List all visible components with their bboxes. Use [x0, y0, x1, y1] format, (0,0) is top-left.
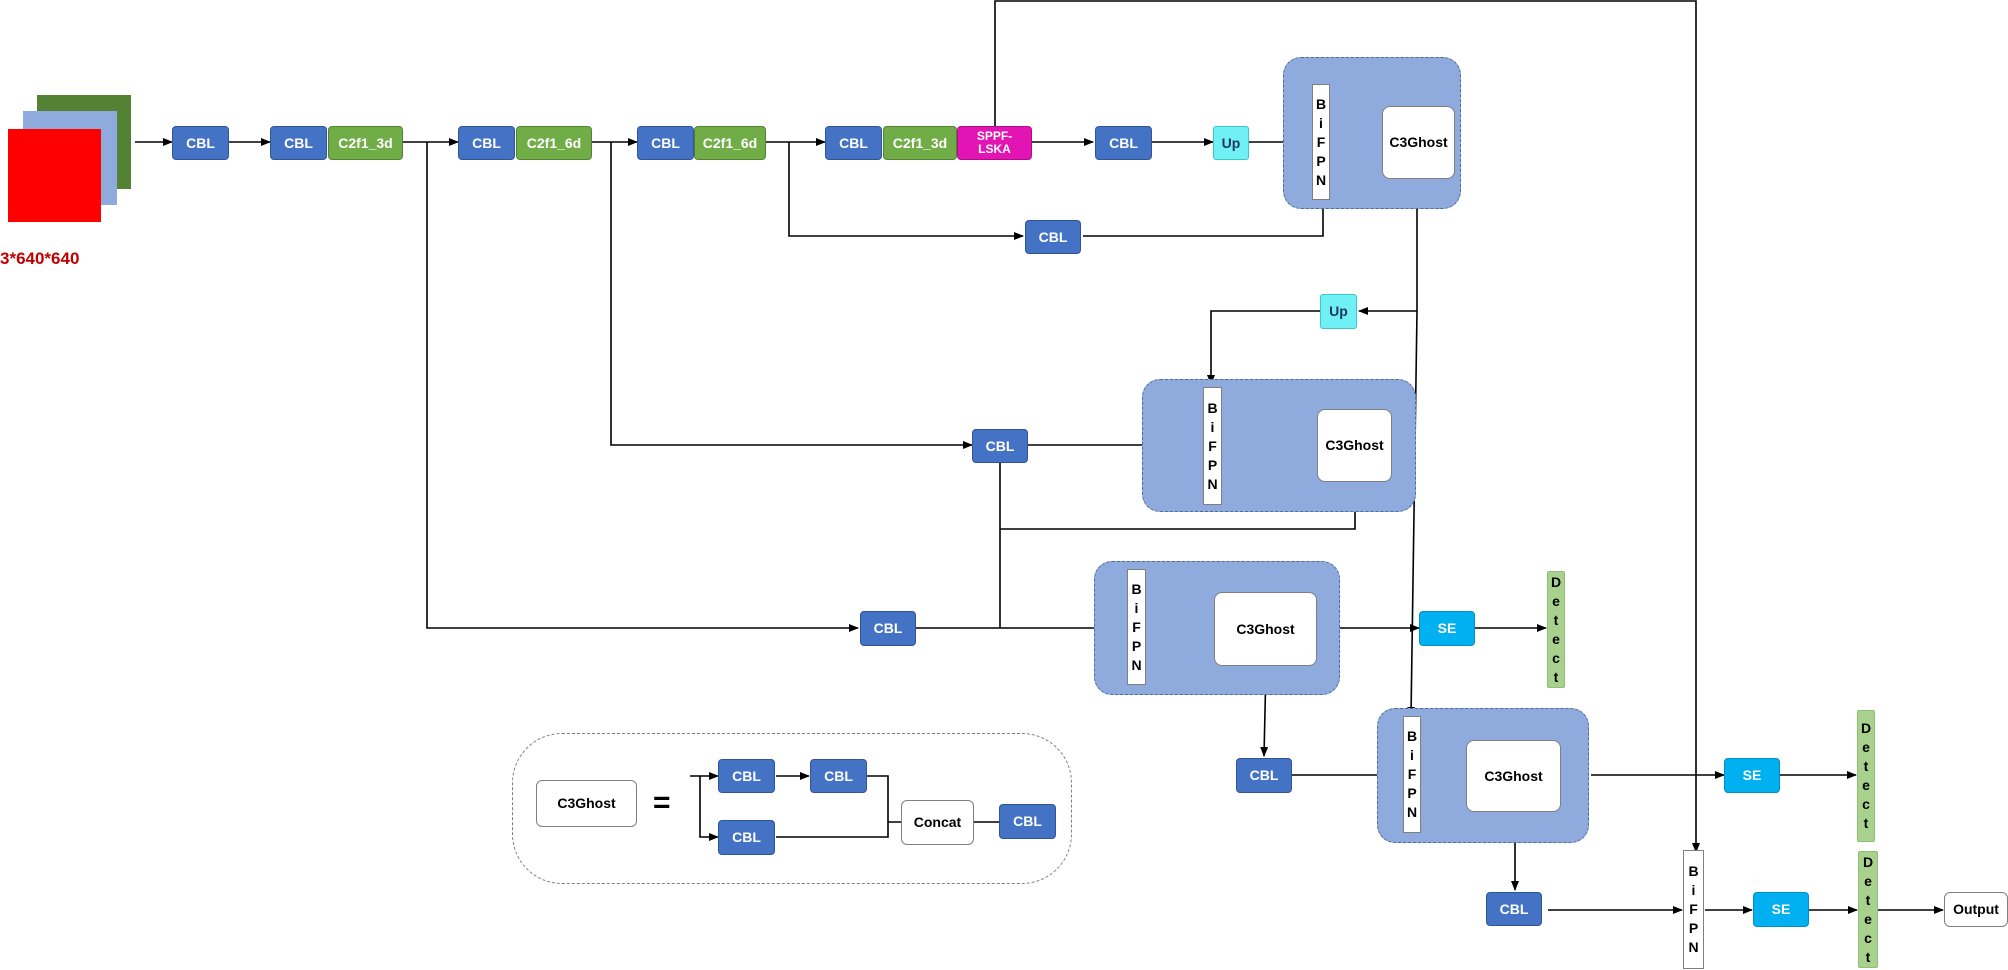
cbl-block: CBL [1236, 758, 1292, 793]
detect-letter: e [1552, 630, 1560, 647]
bifpn-letter: P [1688, 920, 1699, 936]
bifpn-letter: B [1131, 580, 1142, 597]
detect-letter: t [1865, 891, 1871, 908]
bifpn-letter: i [1134, 599, 1139, 616]
bifpn-letter: i [1319, 114, 1323, 131]
detect-block: D e t e c t [1857, 710, 1875, 842]
cbl-block: CBL [637, 126, 694, 160]
cbl-block: CBL [860, 611, 916, 646]
bifpn-letter: B [1315, 95, 1327, 112]
concat-block: Concat [901, 800, 974, 845]
cbl-block: CBL [718, 820, 775, 855]
cbl-block: CBL [810, 759, 867, 793]
cbl-block: CBL [270, 126, 327, 160]
bifpn-letter: B [1688, 863, 1699, 879]
detect-block: D e t e c t [1547, 571, 1565, 688]
bifpn-letter: N [1131, 656, 1142, 673]
cbl-block: CBL [172, 126, 229, 160]
c2f1-3d-block: C2f1_3d [883, 126, 957, 160]
detect-letter: t [1553, 611, 1559, 628]
bifpn-letter: F [1316, 133, 1326, 150]
output-block: Output [1944, 892, 2008, 927]
sppf-lska-line1: SPPF- [976, 129, 1013, 144]
c3ghost-block: C3Ghost [1382, 106, 1455, 179]
detect-letter: c [1862, 796, 1870, 812]
bifpn-letter: i [1210, 418, 1215, 435]
cbl-block: CBL [972, 429, 1028, 463]
detect-letter: c [1864, 929, 1872, 946]
bifpn-letter: N [1688, 939, 1699, 955]
c2f1-6d-block: C2f1_6d [694, 126, 766, 160]
bifpn-letter: N [1315, 171, 1327, 188]
bifpn-letter: P [1131, 637, 1142, 654]
sppf-lska-line2: LSKA [978, 142, 1011, 156]
detect-letter: t [1553, 668, 1559, 685]
bifpn-letter: N [1406, 804, 1418, 820]
se-block: SE [1419, 611, 1475, 646]
bifpn-letter: P [1407, 785, 1417, 801]
detect-letter: c [1552, 649, 1560, 666]
detect-block: D e t e c t [1858, 851, 1878, 968]
cbl-block: CBL [825, 126, 882, 160]
detect-letter: e [1864, 910, 1872, 927]
bifpn-block: B i F P N [1127, 569, 1146, 685]
se-block: SE [1724, 758, 1780, 793]
cbl-block: CBL [1486, 892, 1542, 926]
bifpn-letter: N [1207, 475, 1218, 492]
cbl-block: CBL [458, 126, 515, 160]
input-size-label: 3*640*640 [0, 249, 80, 268]
bifpn-letter: i [1691, 882, 1696, 898]
bifpn-letter: P [1316, 152, 1326, 169]
detect-letter: D [1862, 853, 1874, 870]
bifpn-letter: F [1407, 766, 1417, 782]
detect-letter: D [1550, 573, 1562, 590]
c3ghost-legend [512, 733, 1072, 884]
bifpn-letter: F [1132, 618, 1141, 635]
upsample-block: Up [1320, 294, 1357, 329]
bifpn-letter: P [1207, 456, 1218, 473]
bifpn-block: B i F P N [1203, 387, 1222, 505]
bifpn-block: B i F P N [1683, 850, 1704, 969]
cbl-block: CBL [718, 759, 775, 793]
detect-letter: t [1863, 758, 1869, 774]
c3ghost-block: C3Ghost [1317, 409, 1392, 482]
c2f1-6d-block: C2f1_6d [516, 126, 592, 160]
bifpn-letter: F [1689, 901, 1698, 917]
input-image-layer-front [8, 129, 101, 222]
detect-letter: D [1860, 720, 1872, 736]
c3ghost-block: C3Ghost [1466, 740, 1561, 812]
bifpn-letter: F [1208, 437, 1217, 454]
c3ghost-block: C3Ghost [1214, 592, 1317, 666]
cbl-block: CBL [999, 804, 1056, 839]
detect-letter: t [1863, 815, 1869, 831]
detect-letter: e [1864, 872, 1872, 889]
bifpn-letter: B [1207, 399, 1218, 416]
legend-c3ghost-block: C3Ghost [536, 780, 637, 827]
cbl-block: CBL [1025, 220, 1081, 254]
detect-letter: e [1862, 739, 1870, 755]
bifpn-letter: i [1410, 747, 1414, 763]
sppf-lska-block: SPPF- LSKA [957, 126, 1032, 160]
detect-letter: e [1552, 592, 1560, 609]
detect-letter: e [1862, 777, 1870, 793]
bifpn-letter: B [1406, 728, 1418, 744]
bifpn-block: B i F P N [1312, 84, 1330, 200]
bifpn-block: B i F P N [1403, 716, 1421, 833]
c2f1-3d-block: C2f1_3d [328, 126, 403, 160]
legend-equals-sign: = [653, 786, 671, 819]
detect-letter: t [1865, 948, 1871, 965]
se-block: SE [1753, 892, 1809, 927]
upsample-block: Up [1213, 126, 1249, 160]
cbl-block: CBL [1095, 126, 1152, 160]
